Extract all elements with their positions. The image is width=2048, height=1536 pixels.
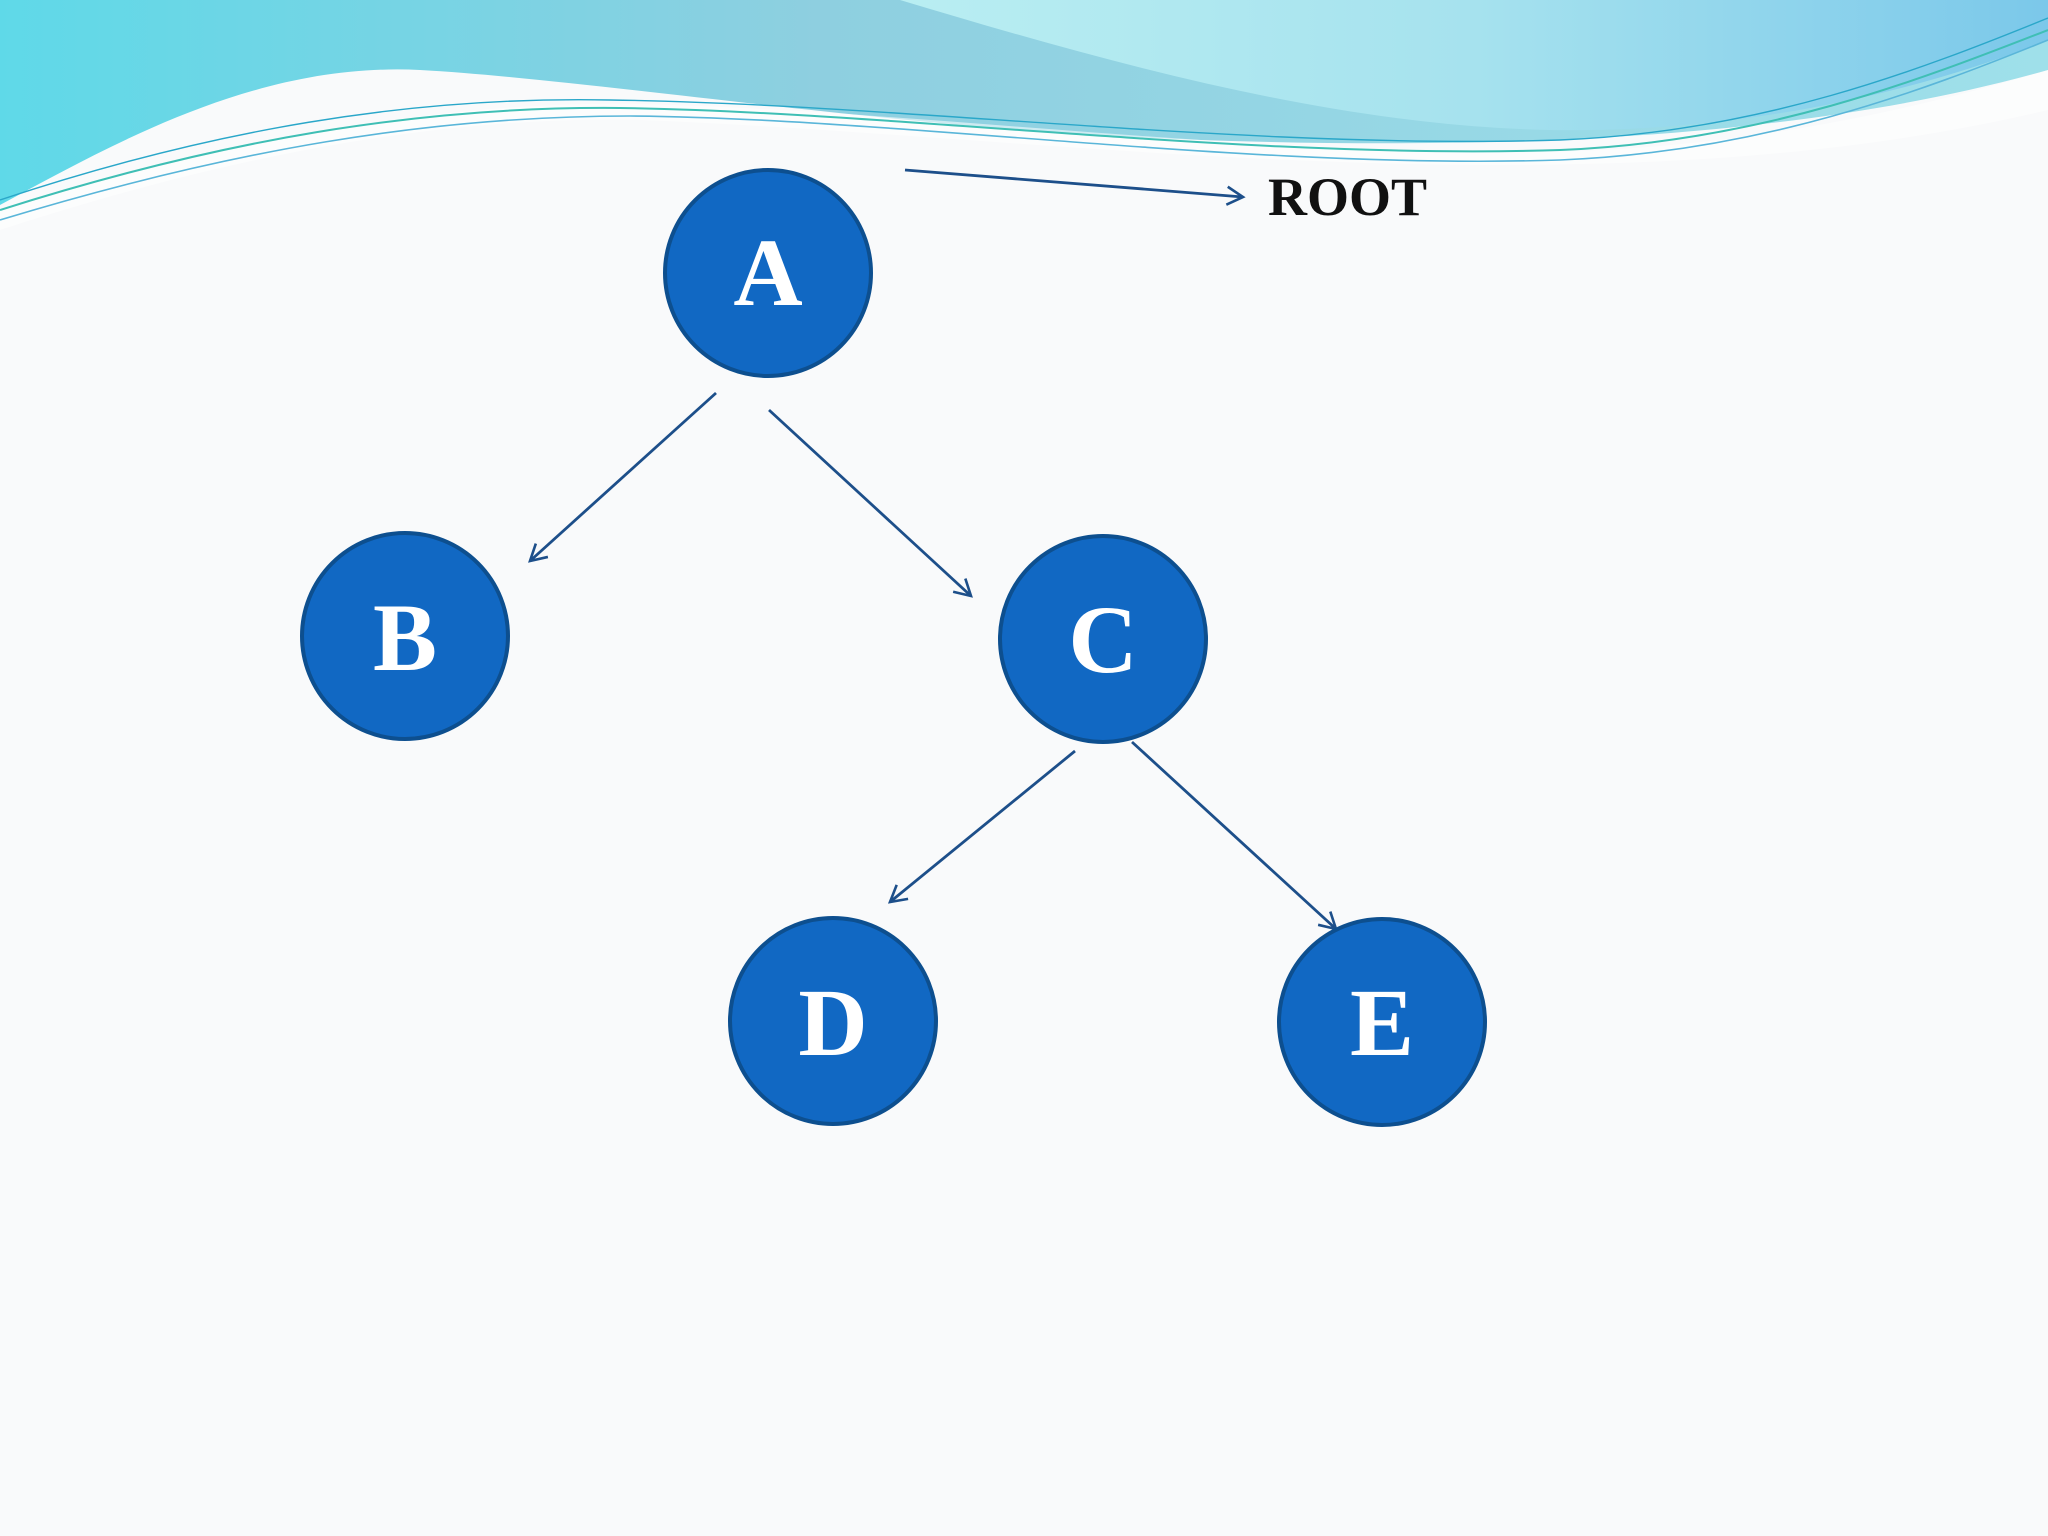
node-e: E [1277, 917, 1487, 1127]
root-pointer-arrow [904, 168, 1246, 206]
node-b-label: B [373, 584, 437, 691]
node-e-label: E [1350, 969, 1414, 1076]
wave-line-3 [0, 17, 2048, 201]
root-pointer: ROOT [904, 167, 1427, 227]
edge-c-e [1131, 740, 1338, 931]
node-d: D [728, 916, 938, 1126]
node-d-label: D [798, 969, 867, 1076]
edge-a-b [528, 391, 717, 563]
wave-front [900, 0, 2048, 131]
root-label: ROOT [1268, 167, 1427, 227]
edge-c-d [887, 749, 1076, 904]
node-b: B [300, 531, 510, 741]
edges [528, 391, 1338, 931]
node-a-label: A [733, 219, 802, 326]
wave-line-1 [0, 29, 2048, 211]
header-waves [0, 0, 2048, 230]
node-c-label: C [1068, 586, 1137, 693]
wave-line-2 [0, 39, 2048, 221]
node-c: C [998, 534, 1208, 744]
node-a: A [663, 168, 873, 378]
edge-a-c [768, 408, 973, 598]
